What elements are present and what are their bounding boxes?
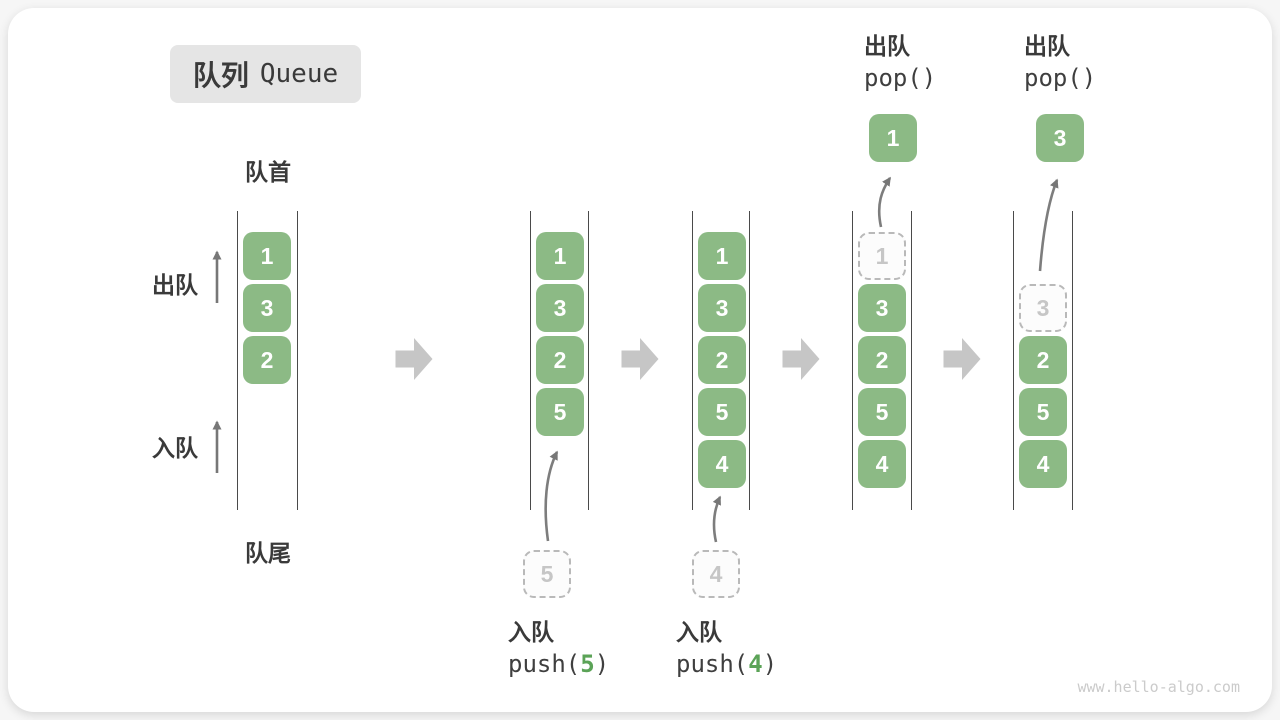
popped-item-box: 1 xyxy=(869,114,917,162)
enqueue-annotation-code: push(4) xyxy=(676,650,778,678)
watermark: www.hello-algo.com xyxy=(1077,678,1240,696)
queue-column-state-4 xyxy=(852,211,912,510)
queue-item-box: 4 xyxy=(698,440,746,488)
queue-item-box: 1 xyxy=(698,232,746,280)
queue-item-box: 2 xyxy=(698,336,746,384)
enqueue-ghost-box: 5 xyxy=(523,550,571,598)
queue-item-box: 4 xyxy=(1019,440,1067,488)
queue-front-label: 队首 xyxy=(245,159,291,185)
enqueue-annotation-code: push(5) xyxy=(508,650,610,678)
enqueue-annotation: 入队 push(4) xyxy=(676,617,777,681)
queue-item-box: 3 xyxy=(243,284,291,332)
queue-item-box: 3 xyxy=(698,284,746,332)
diagram-card xyxy=(8,8,1272,712)
popped-item-box: 3 xyxy=(1036,114,1084,162)
code-argument: 4 xyxy=(748,650,763,678)
enqueue-side-label: 入队 xyxy=(152,435,198,461)
queue-rear-label: 队尾 xyxy=(245,540,291,566)
queue-item-box: 2 xyxy=(1019,336,1067,384)
code-argument: 5 xyxy=(580,650,595,678)
dequeue-annotation-code: pop() xyxy=(1024,64,1097,92)
title-zh: 队列 xyxy=(192,60,249,91)
enqueue-annotation-label: 入队 xyxy=(508,619,554,645)
queue-column-state-3 xyxy=(692,211,750,510)
dequeue-annotation-label: 出队 xyxy=(864,33,910,59)
enqueue-annotation-label: 入队 xyxy=(676,619,722,645)
queue-column-state-1 xyxy=(237,211,298,510)
enqueue-ghost-box: 4 xyxy=(692,550,740,598)
queue-item-box: 5 xyxy=(698,388,746,436)
queue-item-box: 2 xyxy=(536,336,584,384)
queue-item-box: 5 xyxy=(1019,388,1067,436)
queue-item-box: 1 xyxy=(536,232,584,280)
queue-item-box: 3 xyxy=(536,284,584,332)
title-en: Queue xyxy=(259,59,339,89)
title-box: 队列 Queue xyxy=(170,45,361,103)
dequeue-annotation: 出队 pop() xyxy=(1024,31,1096,95)
queue-item-box: 1 xyxy=(243,232,291,280)
dequeue-annotation-code: pop() xyxy=(864,64,937,92)
dequeued-ghost-box: 1 xyxy=(858,232,906,280)
queue-item-box: 5 xyxy=(536,388,584,436)
enqueue-annotation: 入队 push(5) xyxy=(508,617,609,681)
dequeue-annotation: 出队 pop() xyxy=(864,31,936,95)
queue-column-state-2 xyxy=(530,211,589,510)
queue-item-box: 4 xyxy=(858,440,906,488)
dequeued-ghost-box: 3 xyxy=(1019,284,1067,332)
queue-item-box: 3 xyxy=(858,284,906,332)
queue-column-state-5 xyxy=(1013,211,1073,510)
queue-item-box: 2 xyxy=(243,336,291,384)
queue-item-box: 2 xyxy=(858,336,906,384)
queue-item-box: 5 xyxy=(858,388,906,436)
dequeue-annotation-label: 出队 xyxy=(1024,33,1070,59)
dequeue-side-label: 出队 xyxy=(152,272,198,298)
